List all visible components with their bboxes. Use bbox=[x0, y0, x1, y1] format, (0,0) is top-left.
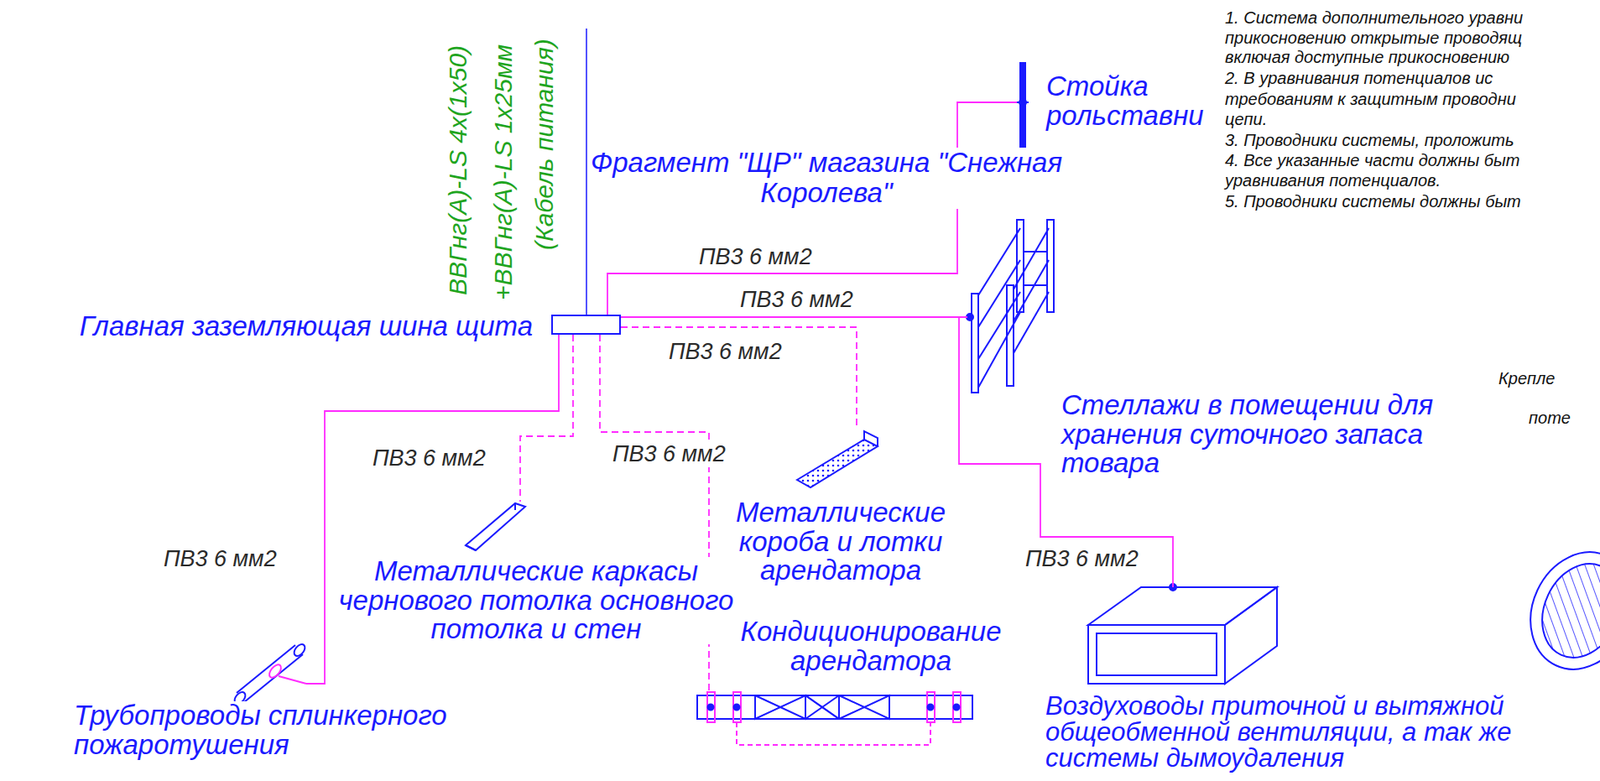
note-text: включая доступные прикосновению bbox=[1224, 47, 1510, 67]
note-text: 4. Все указанные части должны быт bbox=[1224, 151, 1520, 170]
frame-node: Металлические каркасы чернового потолка … bbox=[463, 501, 527, 553]
wire-label: ПВ3 6 мм2 bbox=[163, 547, 277, 573]
node-label: Металлические каркасы чернового потолка … bbox=[326, 557, 746, 645]
ground-bus: Главная заземляющая шина щита bbox=[551, 314, 621, 335]
bonding-wire bbox=[520, 334, 574, 502]
note-text: цепи. bbox=[1224, 109, 1267, 129]
wire-label: ПВ3 6 мм2 bbox=[740, 287, 854, 313]
vent-node: Воздуховоды приточной и вытяжной общеобм… bbox=[1088, 587, 1277, 684]
wire-label: ПВ3 6 мм2 bbox=[668, 339, 782, 365]
frame-bar bbox=[465, 503, 526, 551]
node-label: Трубопроводы сплинкерного пожаротушения bbox=[73, 701, 527, 760]
node-label: Кондиционирование арендатора bbox=[724, 617, 1018, 676]
sprinkler-pipe bbox=[232, 642, 308, 707]
wire-label: ПВ3 6 мм2 bbox=[372, 446, 486, 472]
node-label: Стеллажи в помещении для хранения суточн… bbox=[1061, 390, 1456, 479]
note-text: уравнивания потенциалов. bbox=[1224, 171, 1441, 190]
note-text: прикосновению открытые проводящ bbox=[1224, 28, 1522, 47]
note-text: поте bbox=[1528, 408, 1571, 428]
node-label: Главная заземляющая шина щита bbox=[79, 312, 533, 342]
ac-unit bbox=[697, 692, 973, 746]
wire-label: ПВ3 6 мм2 bbox=[612, 442, 726, 468]
wire-label: ПВ3 6 мм2 bbox=[1025, 547, 1139, 573]
mount-detail bbox=[1511, 535, 1600, 687]
pipe-node: Трубопроводы сплинкерного пожаротушения bbox=[232, 642, 307, 705]
vent-duct bbox=[1088, 583, 1277, 684]
note-text: требованиям к защитным проводни bbox=[1224, 89, 1517, 109]
note-text: Крепле bbox=[1498, 369, 1555, 388]
node-label: Воздуховоды приточной и вытяжной общеобм… bbox=[1045, 693, 1600, 772]
bonding-wire bbox=[620, 327, 857, 430]
tray-node: Металлические короба и лотки арендатора bbox=[795, 429, 880, 490]
diagram-title: Фрагмент "ЩР" магазина "Снежная Королева… bbox=[587, 147, 1066, 209]
shelving-node: Стеллажи в помещении для хранения суточн… bbox=[967, 218, 1055, 394]
note-text: 2. В уравнивания потенциалов ис bbox=[1224, 68, 1493, 88]
cable-spec: ВВГнг(А)-LS 4x(1x50) bbox=[443, 45, 472, 296]
cable-spec: +ВВГнг(А)-LS 1x25мм bbox=[489, 44, 517, 301]
shelving bbox=[966, 219, 1054, 393]
node-label: Стойка рольставни bbox=[1046, 72, 1248, 131]
cable-tray bbox=[797, 431, 878, 488]
note-text: 3. Проводники системы, проложить bbox=[1224, 130, 1514, 150]
node-label: Металлические короба и лотки арендатора bbox=[719, 498, 963, 586]
cable-spec: (Кабель питания) bbox=[530, 38, 558, 251]
note-text: 5. Проводники системы должны быт bbox=[1224, 192, 1522, 211]
wire-label: ПВ3 6 мм2 bbox=[698, 244, 813, 271]
ac-node: Кондиционирование арендатора bbox=[697, 693, 973, 721]
note-text: 1. Система дополнительного уравни bbox=[1224, 8, 1523, 27]
